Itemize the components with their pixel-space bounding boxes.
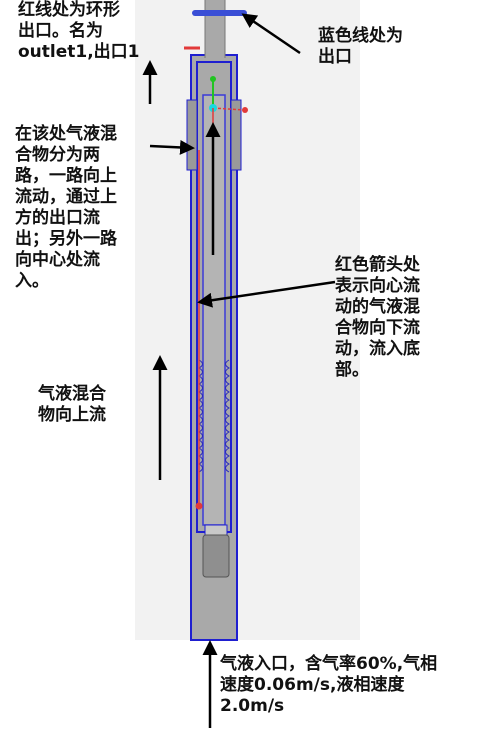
view-background [135, 0, 360, 640]
label-red-arrow: 红色箭头处 表示向心流 动的气液混 合物向下流 动，流入底 部。 [335, 255, 420, 380]
top-tube [205, 0, 225, 60]
arrow-blue-outlet [241, 13, 301, 55]
label-blue-outlet: 蓝色线处为 出口 [318, 26, 403, 67]
arrow-red-note [197, 280, 336, 308]
label-upward-flow: 气液混合 物向上流 [38, 384, 106, 425]
arrow-split-left [149, 139, 195, 155]
label-ring-outlet: 红线处为环形 出口。名为 outlet1,出口1 [18, 0, 140, 62]
label-split-flow: 在该处气液混 合物分为两 路，一路向上 流动，通过上 方的出口流 出；另外一路 … [15, 124, 117, 291]
bottom-chamber [202, 534, 230, 578]
label-inlet: 气液入口，含气率60%,气相 速度0.06m/s,液相速度 2.0m/s [220, 654, 438, 716]
